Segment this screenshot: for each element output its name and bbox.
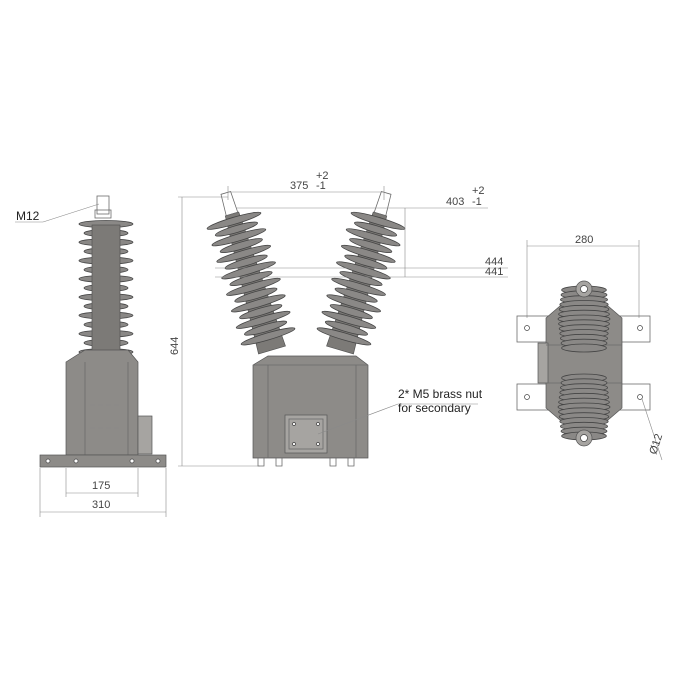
front-view: 644 375 -1 +2 403 -1 +2 444 [169,170,508,467]
bushing-shed [244,320,288,336]
bushing-shed [334,287,378,303]
label-thread: M12 [16,209,40,223]
dim-top-width-tol-lower: -1 [316,180,326,192]
bushing-shed [231,294,286,313]
bushing-shed [316,327,372,346]
bushing-shed [234,287,278,303]
bushing-shed [240,327,296,346]
top-lower-insulator [557,373,611,447]
bushing-shed [239,304,283,320]
dim-outer-width: 403 [446,196,464,208]
bushing-shed [221,261,276,280]
note-line-1: 2* M5 brass nut [398,387,483,401]
side-terminal-cap [94,209,112,219]
dim-hole-diameter: Ø12 [647,432,665,455]
front-left-bushing [206,190,296,355]
bushing-shed [326,294,381,313]
dim-outer-width-tol-lower: -1 [472,196,482,208]
top-shed [561,343,607,353]
bushing-shed [226,277,281,296]
dim-base-width: 280 [575,234,593,246]
bushing-shed [331,277,386,296]
bushing-shed [214,221,258,237]
dim-outer-width-tol-upper: +2 [472,185,485,197]
side-junction-box [137,415,153,455]
bushing-terminal [373,190,392,217]
bushing-shed [339,271,383,287]
bushing-shed [324,320,368,336]
side-housing [65,349,139,456]
dim-width-inner: 175 [92,480,110,492]
dim-top-width: 375 [290,180,308,192]
bushing-shed [211,228,267,247]
bushing-shed [216,244,271,263]
side-terminal [96,195,110,215]
bushing-shed [336,261,391,280]
side-view: M12 175 310 [15,195,167,517]
bushing-shed [321,310,377,329]
dim-stack-lower: 441 [485,266,503,278]
secondary-terminal-box [284,414,328,454]
front-right-bushing [316,190,406,355]
top-upper-insulator [557,280,611,353]
side-base-plate [39,454,167,468]
dim-width-outer: 310 [92,499,110,511]
dim-stack-upper: 444 [485,256,503,268]
side-insulator-core [91,224,121,356]
bushing-terminal [220,190,239,217]
bushing-shed [341,244,396,263]
bushing-shed [235,310,291,329]
bushing-shed [329,304,373,320]
bushing-shed [206,211,262,230]
bushing-shed [354,221,398,237]
bushing-shed [219,238,263,254]
bushing-shed [349,238,393,254]
dim-height: 644 [169,337,181,355]
bushing-shed [345,228,401,247]
note-line-2: for secondary [398,401,471,415]
dim-top-width-tol-upper: +2 [316,170,329,182]
top-view: 280 Ø12 [516,234,665,461]
bushing-shed [229,271,273,287]
